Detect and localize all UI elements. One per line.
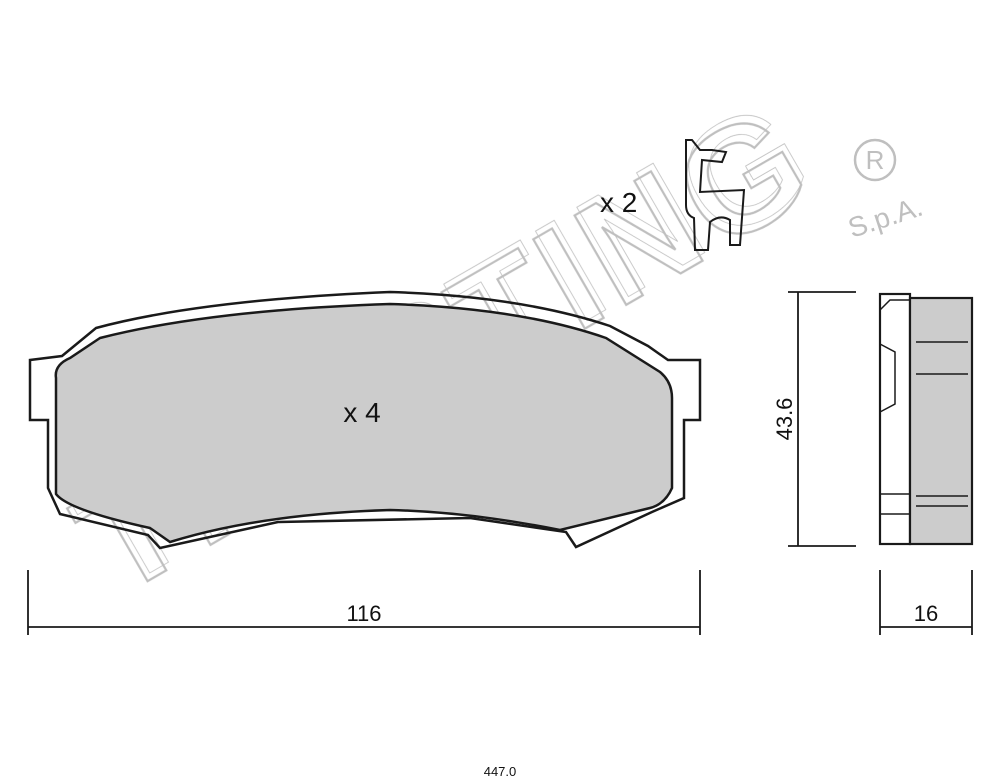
width-dimension [27,570,701,635]
height-dimension [788,291,856,547]
watermark-suffix: S.p.A. [844,191,926,244]
retaining-clip: x 2 [600,139,746,251]
registered-mark-letter: R [866,145,885,175]
brake-pad-side-view [878,292,974,546]
clip-outline [685,139,746,251]
pad-backing-plate-outline [28,290,702,550]
thickness-dimension [879,570,973,635]
pad-friction-material [54,302,674,544]
registered-mark-icon [853,138,897,182]
height-dimension-label: 43.6 [772,398,797,441]
side-backing-plate [878,292,912,546]
side-backing-detail [879,299,910,515]
clip-quantity-label: x 2 [600,187,637,218]
part-code: 447.0 [484,764,517,779]
side-friction-material [908,296,974,546]
brake-pad-front-view: x 4 [28,290,702,550]
thickness-dimension-label: 16 [914,601,938,626]
width-dimension-label: 116 [346,601,381,626]
pad-quantity-label: x 4 [343,397,380,428]
